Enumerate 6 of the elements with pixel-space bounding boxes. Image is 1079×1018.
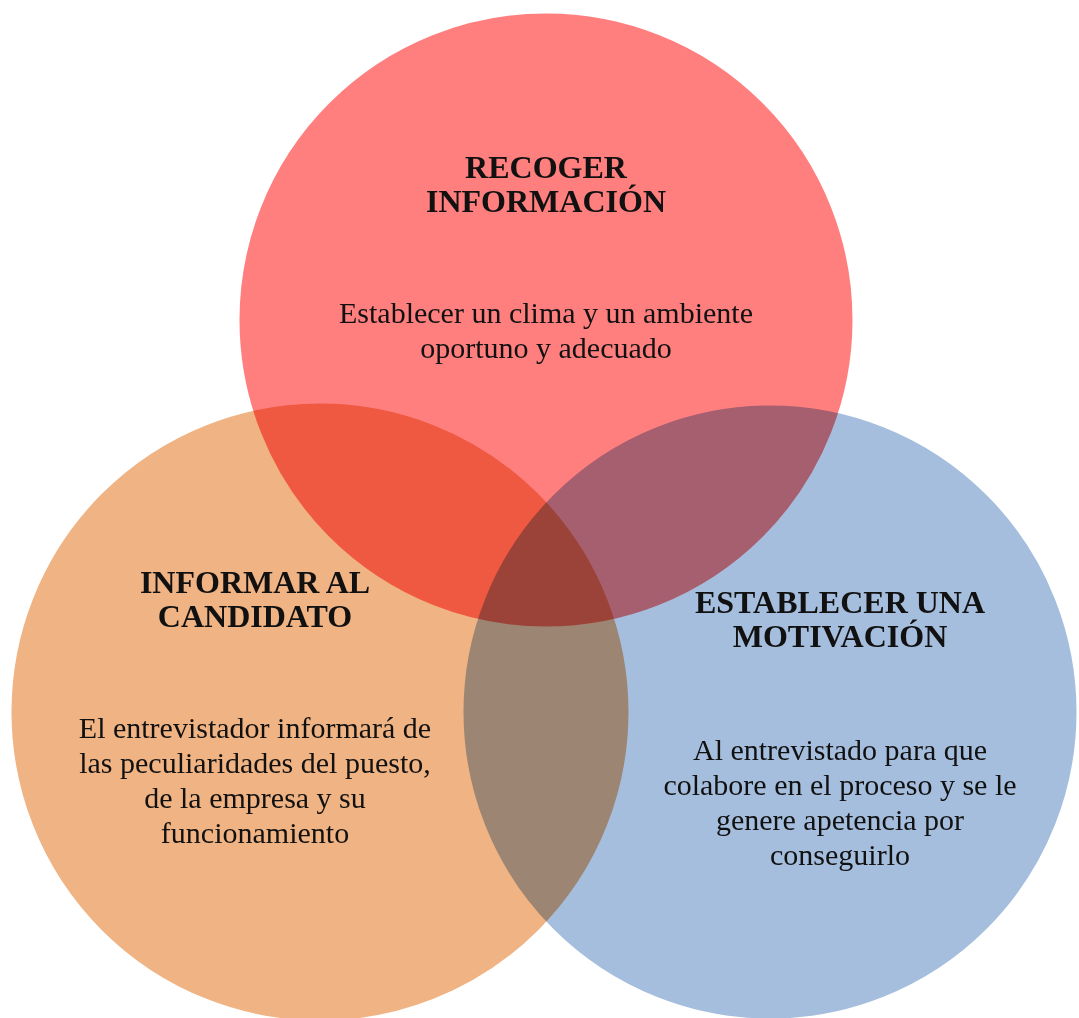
circle-text: El entrevistador informará de las peculiaridades del puesto, de la empresa y su funcionamiento (77, 710, 433, 850)
circle-text: Establecer un clima y un ambiente oportuno y adecuado (338, 295, 754, 365)
circle-text: Al entrevistado para que colabore en el proceso y se le genere apetencia por conseguirlo (662, 732, 1018, 872)
circle-heading: ESTABLECER UNA MOTIVACIÓN (693, 585, 987, 653)
circle-heading: RECOGER INFORMACIÓN (425, 150, 667, 218)
circle-heading: INFORMAR AL CANDIDATO (138, 565, 372, 633)
